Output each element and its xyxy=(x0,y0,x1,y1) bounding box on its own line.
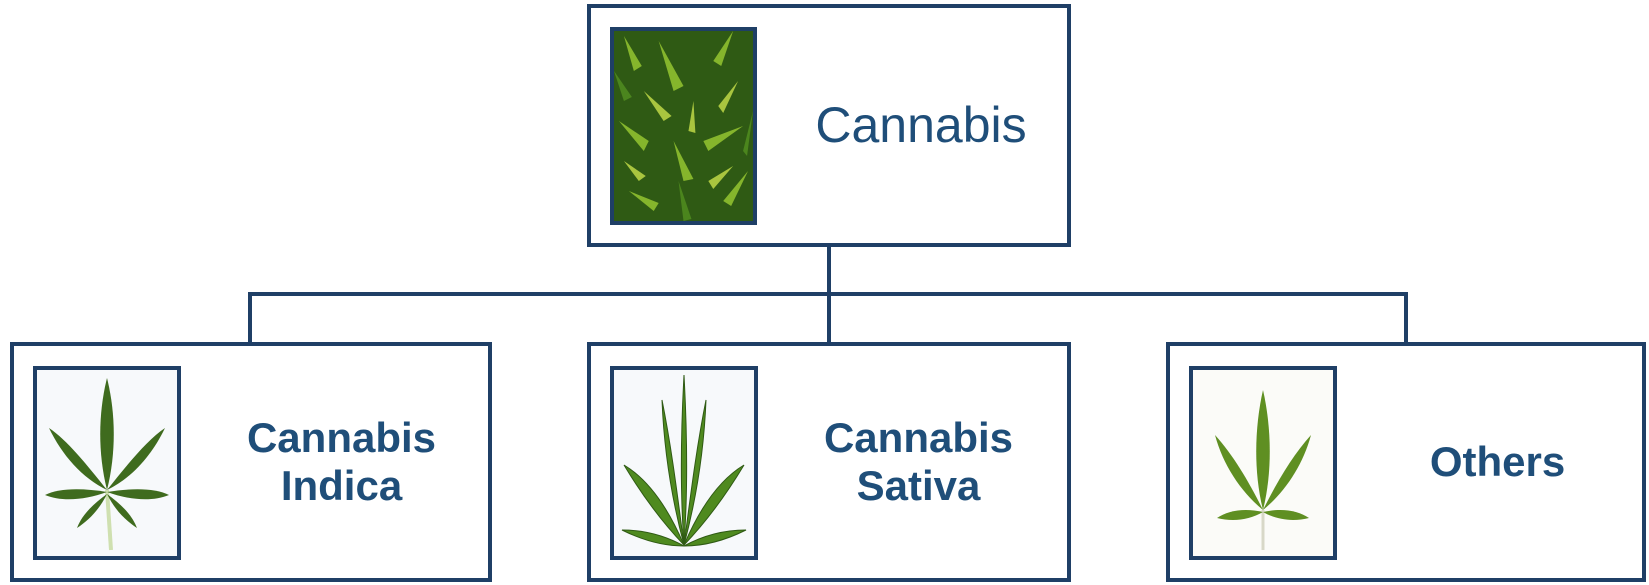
cannabis-leaves-image xyxy=(610,27,757,225)
indica-label-line2: Indica xyxy=(280,462,403,509)
other-leaf-image xyxy=(1189,366,1337,560)
sativa-label-container: Cannabis Sativa xyxy=(776,346,1061,578)
child-node-others: Others xyxy=(1166,342,1646,582)
connector-right-down xyxy=(1404,292,1408,344)
connector-root-down xyxy=(827,243,831,296)
sativa-leaf-image xyxy=(610,366,758,560)
root-label-container: Cannabis xyxy=(781,8,1061,243)
child-node-sativa: Cannabis Sativa xyxy=(587,342,1071,582)
others-label-container: Others xyxy=(1355,346,1640,578)
indica-leaf-image xyxy=(33,366,181,560)
root-node: Cannabis xyxy=(587,4,1071,247)
indica-label-container: Cannabis Indica xyxy=(199,346,484,578)
sativa-label-line1: Cannabis xyxy=(823,413,1014,461)
sativa-label-line2: Sativa xyxy=(856,462,981,509)
root-label: Cannabis xyxy=(815,96,1027,153)
others-label: Others xyxy=(1429,437,1566,485)
child-node-indica: Cannabis Indica xyxy=(10,342,492,582)
connector-middle-down xyxy=(827,292,831,344)
indica-label-line1: Cannabis xyxy=(246,413,437,461)
connector-left-down xyxy=(248,292,252,344)
